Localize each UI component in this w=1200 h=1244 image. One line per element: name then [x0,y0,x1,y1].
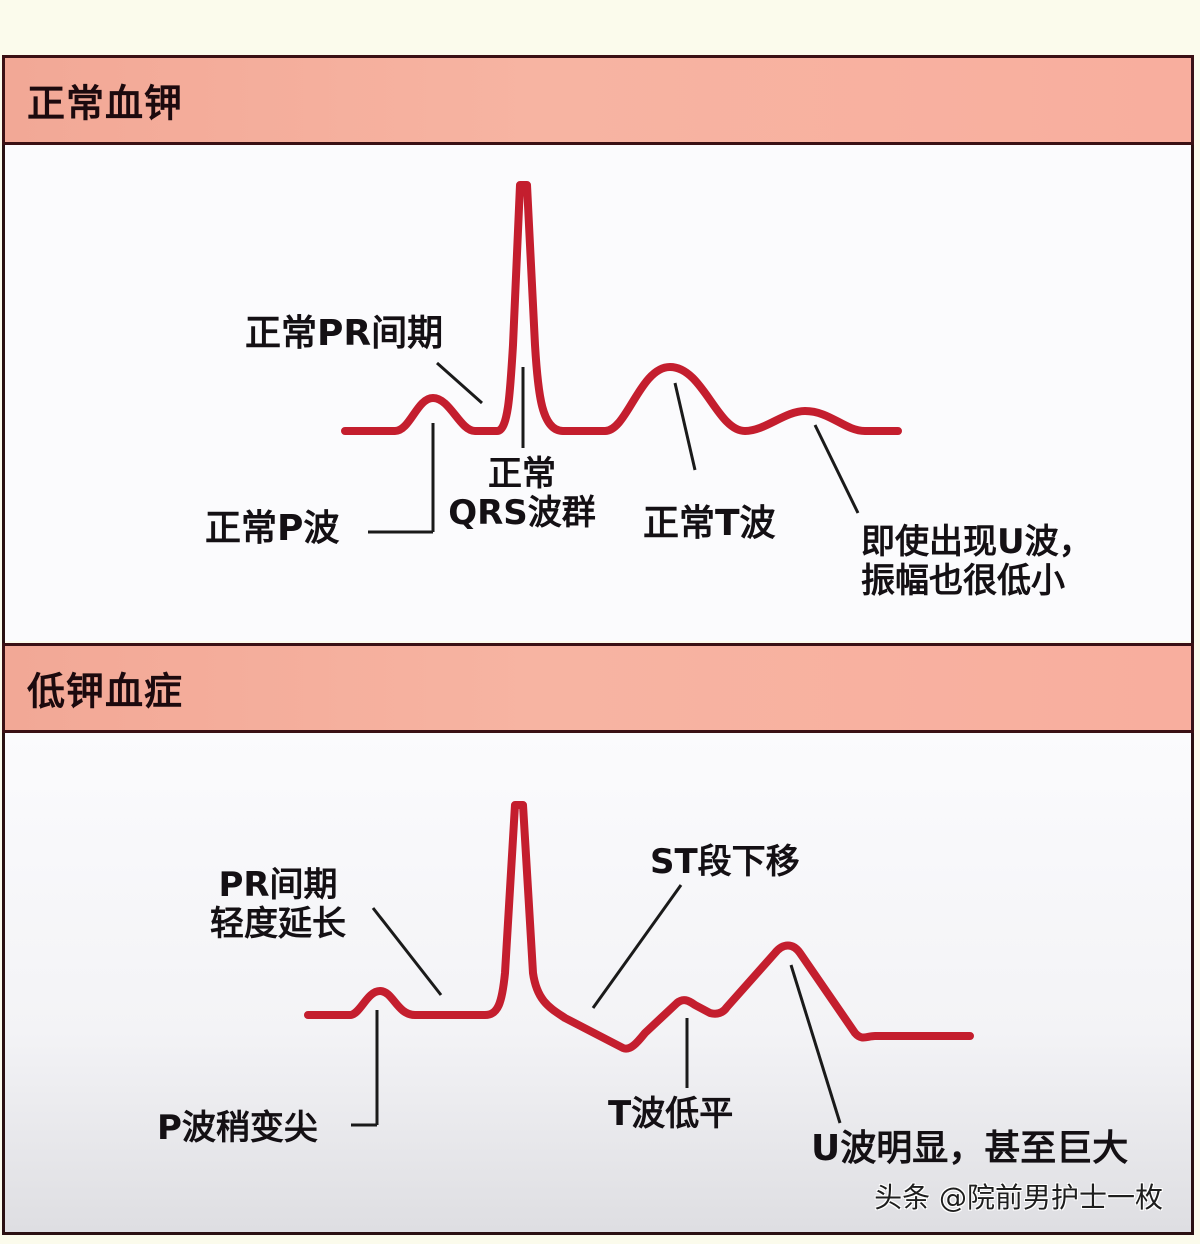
label-t-wave: 正常T波 [643,503,776,544]
section-header-hypokalemia: 低钾血症 [2,643,1194,733]
ecg-trace-hypokalemia [304,801,974,1053]
label-st-segment: ST段下移 [650,842,800,882]
label-pr-interval: PR间期 轻度延长 [193,865,363,945]
label-u-wave-line1: 即使出现U波， [861,522,1093,562]
leader-pr-interval [371,907,443,996]
section-header-normal: 正常血钾 [2,55,1194,145]
watermark: 头条 @院前男护士一枚 [874,1181,1163,1214]
ecg-waveform-normal [341,181,902,534]
label-pr-interval: 正常PR间期 [245,313,444,354]
ecg-waveform-hypokalemia [304,801,974,1127]
leader-t-wave [673,382,697,471]
label-u-wave: U波明显，甚至巨大 [811,1128,1129,1169]
label-p-wave: P波稍变尖 [157,1108,318,1148]
label-qrs-line2: QRS波群 [448,493,596,534]
ecg-panel-normal: 正常PR间期 正常P波 正常 QRS波群 正常T波 即使出现U波， 振幅也很低小 [5,145,1191,641]
label-qrs-line1: 正常 [488,454,556,494]
label-pr-line2: 轻度延长 [210,904,346,945]
leader-st-segment [591,884,683,1009]
ecg-panel-hypokalemia: PR间期 轻度延长 P波稍变尖 ST段下移 T波低平 U波明显，甚至巨大 头条 … [5,733,1191,1232]
label-pr-line1: PR间期 [218,865,338,905]
section-title-hypokalemia: 低钾血症 [27,669,184,714]
leader-pr-interval [436,361,483,405]
leader-u-wave [813,424,860,514]
ecg-trace-normal [341,181,902,435]
label-p-wave: 正常P波 [205,508,340,549]
leader-u-wave [789,964,842,1124]
label-t-wave: T波低平 [608,1094,734,1134]
label-u-wave-line2: 振幅也很低小 [861,561,1065,602]
label-u-wave: 即使出现U波， 振幅也很低小 [861,522,1093,602]
section-title-normal: 正常血钾 [27,81,184,126]
label-qrs: 正常 QRS波群 [437,454,607,534]
